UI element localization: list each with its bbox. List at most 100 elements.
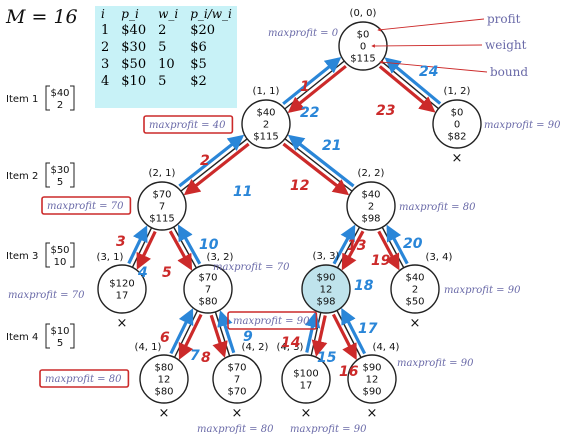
node-profit: $90 bbox=[316, 273, 335, 284]
descend-arrow bbox=[287, 64, 347, 113]
step-number: 10 bbox=[199, 237, 219, 253]
pruned-mark: × bbox=[159, 406, 170, 421]
step-number: 7 bbox=[190, 348, 200, 364]
tree-node: $00$115(0, 0) bbox=[338, 8, 388, 71]
maxprofit-label: maxprofit = 90 bbox=[290, 424, 367, 435]
node-profit: $0 bbox=[451, 108, 464, 119]
backtrack-arrow bbox=[287, 134, 355, 188]
col-header: p_i bbox=[121, 7, 139, 21]
step-number: 16 bbox=[339, 364, 359, 380]
step-number: 20 bbox=[403, 236, 423, 252]
legend-pointer bbox=[379, 60, 488, 73]
node-circle bbox=[346, 181, 396, 231]
table-cell: 5 bbox=[158, 74, 167, 89]
descend-arrow bbox=[341, 230, 365, 271]
item-label: Item 4 $105 bbox=[6, 323, 75, 349]
descend-arrow bbox=[183, 142, 250, 196]
step-number: 17 bbox=[358, 321, 378, 337]
pruned-mark: × bbox=[301, 406, 312, 421]
item-profit: $50 bbox=[50, 245, 69, 256]
table-cell: 3 bbox=[101, 57, 110, 72]
node-bound: $80 bbox=[154, 387, 173, 398]
descend-arrow bbox=[178, 313, 203, 360]
step-number: 24 bbox=[419, 64, 438, 80]
item-weight: 10 bbox=[54, 257, 67, 268]
step-number: 19 bbox=[371, 253, 391, 269]
node-circle bbox=[241, 99, 291, 149]
node-circle bbox=[212, 354, 262, 404]
tree-node: $402$98(2, 2) bbox=[346, 168, 396, 231]
node-circle bbox=[183, 264, 233, 314]
descend-arrow bbox=[331, 313, 357, 361]
maxprofit-label: maxprofit = 70 bbox=[213, 262, 290, 273]
table-cell: $20 bbox=[190, 23, 216, 38]
table-cell: $5 bbox=[190, 57, 207, 72]
legend-weight: weight bbox=[485, 38, 527, 52]
item-profit: $10 bbox=[50, 326, 69, 337]
maxprofit-box bbox=[143, 115, 234, 134]
node-profit: $100 bbox=[293, 369, 318, 380]
node-weight: 17 bbox=[116, 291, 129, 302]
table-cell: $30 bbox=[121, 40, 147, 55]
capacity-title: M = 16 bbox=[6, 6, 78, 28]
bracket-left bbox=[45, 162, 50, 188]
step-number: 12 bbox=[290, 178, 309, 194]
bracket-right bbox=[70, 85, 75, 111]
bracket-left bbox=[45, 85, 50, 111]
pruned-mark: × bbox=[367, 406, 378, 421]
tree-node: $402$50(3, 4)× bbox=[390, 252, 453, 331]
node-weight: 7 bbox=[159, 202, 165, 213]
maxprofit-label: maxprofit = 80 bbox=[197, 424, 274, 435]
maxprofit-label: maxprofit = 90 bbox=[233, 316, 310, 327]
item-name: Item 4 bbox=[6, 332, 38, 343]
items-table: i p_i w_i p_i/w_i 1 $40 2 $20 2 $30 5 $6… bbox=[95, 6, 237, 108]
node-bound: $82 bbox=[447, 132, 466, 143]
node-weight: 2 bbox=[263, 120, 269, 131]
item-name: Item 1 bbox=[6, 94, 38, 105]
pruned-mark: × bbox=[452, 151, 463, 166]
node-bound: $115 bbox=[149, 214, 174, 225]
step-number: 1 bbox=[300, 79, 310, 95]
node-bound: $50 bbox=[405, 297, 424, 308]
tree-node: $707$115(2, 1) bbox=[137, 168, 187, 231]
node-profit: $70 bbox=[227, 363, 246, 374]
node-weight: 0 bbox=[360, 42, 366, 53]
node-weight: 2 bbox=[368, 202, 374, 213]
table-cell: 5 bbox=[158, 40, 167, 55]
step-number: 3 bbox=[116, 234, 126, 250]
descend-arrow bbox=[209, 314, 228, 358]
step-number: 23 bbox=[376, 103, 395, 119]
backtrack-arrow bbox=[384, 57, 442, 105]
pruned-mark: × bbox=[410, 316, 421, 331]
maxprofit-label: maxprofit = 90 bbox=[484, 120, 561, 131]
step-number: 5 bbox=[162, 265, 172, 281]
backtrack-arrow bbox=[341, 307, 367, 355]
legend-profit: profit bbox=[487, 12, 521, 26]
tree-node: $707$80(3, 2) bbox=[183, 252, 234, 314]
legend-pointer bbox=[377, 18, 485, 32]
backtrack-arrow bbox=[332, 224, 356, 265]
node-coordinate: (4, 2) bbox=[242, 342, 269, 353]
step-number: 4 bbox=[137, 265, 148, 281]
backtrack-arrow bbox=[304, 311, 321, 353]
item-weight: 5 bbox=[57, 338, 63, 349]
item-weight: 5 bbox=[57, 177, 63, 188]
node-profit: $40 bbox=[256, 108, 275, 119]
step-number: 18 bbox=[354, 278, 374, 294]
table-row: 1 $40 2 $20 bbox=[95, 22, 238, 39]
node-profit: $80 bbox=[154, 363, 173, 374]
backtrack-arrow bbox=[178, 134, 245, 188]
descend-arrow bbox=[282, 142, 350, 196]
node-weight: 0 bbox=[454, 120, 460, 131]
item-label: Item 1$402 bbox=[6, 85, 75, 111]
maxprofit-label: maxprofit = 90 bbox=[444, 285, 521, 296]
node-bound: $80 bbox=[198, 297, 217, 308]
node-coordinate: (1, 2) bbox=[444, 86, 471, 97]
item-name: Item 2 bbox=[6, 171, 38, 182]
